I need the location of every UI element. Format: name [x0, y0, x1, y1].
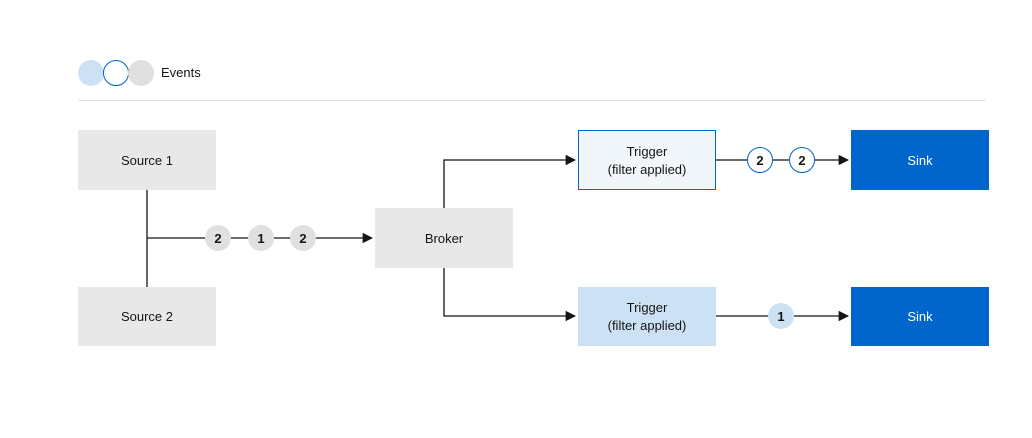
broker-to-trigger1-line [443, 154, 577, 208]
sink-1-label: Sink [907, 152, 933, 168]
event-dot: 2 [747, 147, 773, 173]
sink-1-node: Sink [851, 130, 989, 190]
trigger-1-title: Trigger [626, 143, 668, 159]
source-2-node: Source 2 [78, 287, 216, 346]
broker-node: Broker [375, 208, 513, 268]
source-1-node: Source 1 [78, 130, 216, 190]
trigger-1-node: Trigger (filter applied) [578, 130, 716, 190]
legend-label: Events [161, 65, 201, 80]
broker-label: Broker [424, 230, 464, 246]
legend-gray-dot [128, 60, 154, 86]
sink-2-node: Sink [851, 287, 989, 346]
trigger-1-subtitle: (filter applied) [607, 161, 687, 177]
legend-outlined-dot [103, 60, 129, 86]
trigger-2-node: Trigger (filter applied) [578, 287, 716, 346]
event-dot: 1 [248, 225, 274, 251]
trigger-2-title: Trigger [626, 300, 668, 315]
divider [78, 100, 986, 101]
event-dot: 2 [290, 225, 316, 251]
broker-to-trigger2-line [443, 268, 577, 322]
source-2-label: Source 2 [120, 309, 174, 324]
legend-light-blue-dot [78, 60, 104, 86]
trigger-2-subtitle: (filter applied) [607, 318, 687, 333]
sink-2-label: Sink [907, 309, 933, 324]
event-dot: 2 [205, 225, 231, 251]
event-dot: 1 [768, 303, 794, 329]
source-1-label: Source 1 [120, 152, 174, 168]
event-dot: 2 [789, 147, 815, 173]
